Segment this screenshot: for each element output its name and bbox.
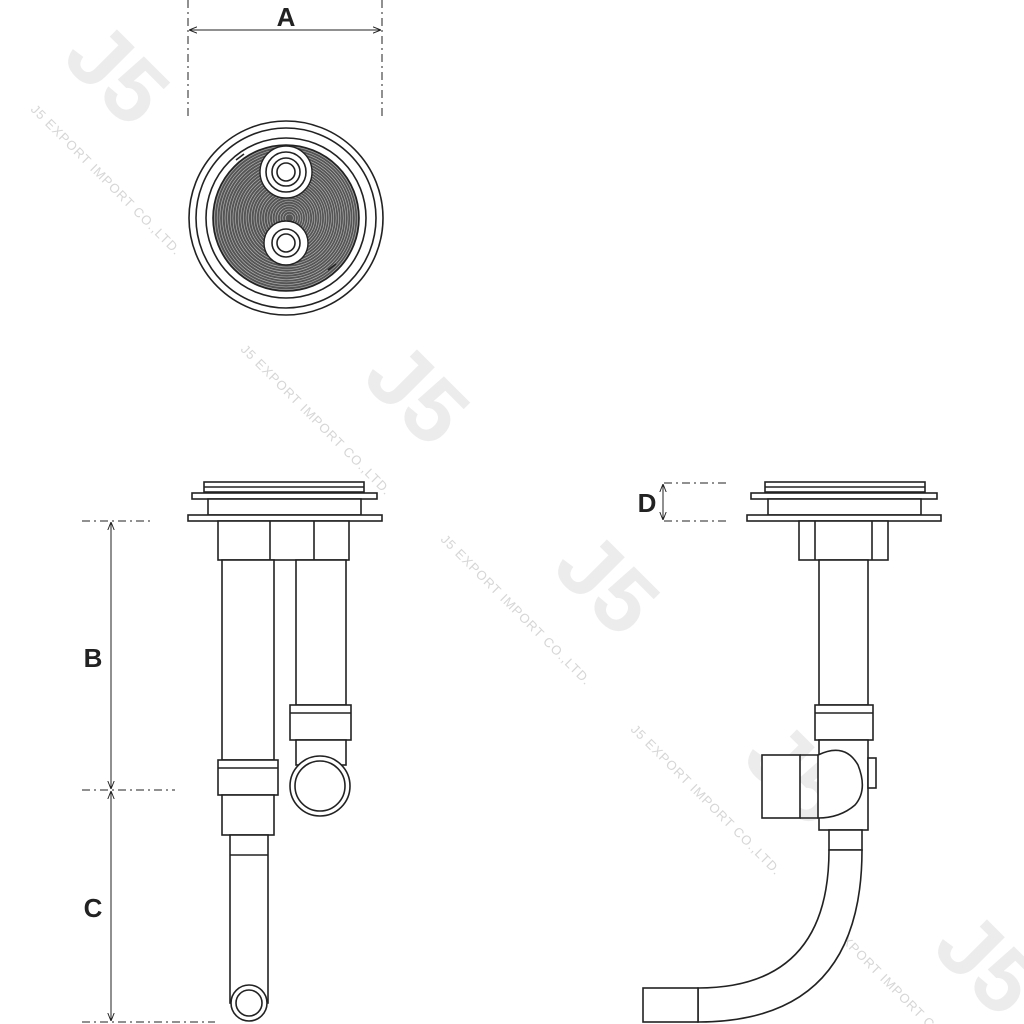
- label-a: A: [277, 2, 296, 32]
- dimension-b: B: [82, 520, 175, 791]
- watermark-text: J5 EXPORT IMPORT CO.,LTD.: [238, 342, 395, 499]
- side-view: [642, 481, 942, 1023]
- dimension-a: A: [187, 0, 383, 120]
- dimension-d: D: [638, 482, 728, 522]
- front-view: [187, 481, 383, 1022]
- label-b: B: [84, 643, 103, 673]
- top-view: [188, 120, 384, 316]
- watermark-logo: J5: [536, 513, 677, 654]
- watermark-logo: J5: [46, 3, 187, 144]
- watermark-logo: J5: [916, 893, 1024, 1024]
- dimension-c: C: [82, 791, 215, 1023]
- watermark-logo: J5: [346, 323, 487, 464]
- label-c: C: [84, 893, 103, 923]
- label-d: D: [638, 488, 657, 518]
